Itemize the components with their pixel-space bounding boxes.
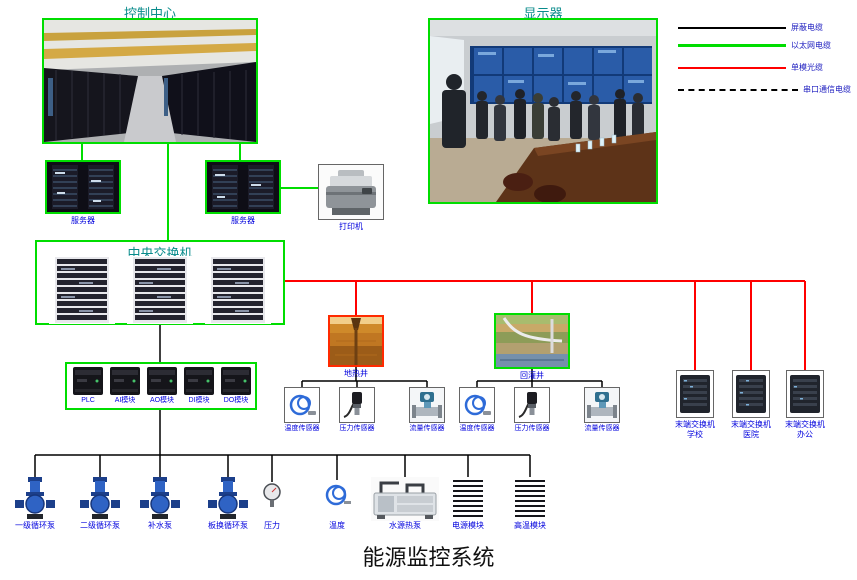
plc-module-label: AO模块 xyxy=(149,397,175,404)
plc-module-label: PLC xyxy=(81,397,95,404)
printer-photo xyxy=(318,164,384,220)
fiber-lines xyxy=(285,280,806,370)
legend-item-ethernet-cable: 以太网电缆 xyxy=(678,40,831,51)
page-title: 能源监控系统 xyxy=(362,545,495,570)
terminal-switch-label-hospital: 末端交换机 医院 xyxy=(731,420,771,439)
sensor-label: 温度传感器 xyxy=(284,425,320,432)
shielded-cable-lines xyxy=(34,325,603,482)
geothermal-well-illustration xyxy=(330,317,382,365)
server-rack-illustration xyxy=(207,162,279,212)
legend-label: 以太网电缆 xyxy=(791,41,831,50)
pump-primary-loop xyxy=(15,477,55,519)
field-device-label: 一级循环泵 xyxy=(15,521,55,530)
server-rack-illustration xyxy=(47,162,119,212)
sensor-label: 流量传感器 xyxy=(409,425,445,432)
field-device-label: 补水泵 xyxy=(148,521,172,530)
field-device-label: 高温模块 xyxy=(514,521,546,530)
control-center-photo xyxy=(42,18,258,144)
server-right-label: 服务器 xyxy=(231,216,255,225)
display-photo xyxy=(428,18,658,204)
reinjection-well-illustration xyxy=(496,315,568,367)
field-device-label: 二级循环泵 xyxy=(80,521,120,530)
sensor-label: 压力传感器 xyxy=(339,425,375,432)
terminal-switch-photo-office xyxy=(786,370,824,418)
display-wall-label: 显示器 xyxy=(523,6,563,21)
printer-label: 打印机 xyxy=(339,222,363,231)
plc-group: PLC AI模块 AO模块 DI模块 DO模块 xyxy=(65,362,257,410)
plc-module xyxy=(221,367,251,395)
reinjection-well-photo xyxy=(494,313,570,369)
field-device-label: 板换循环泵 xyxy=(208,521,248,530)
high-temp-module-photo xyxy=(512,477,548,521)
sensor-label: 压力传感器 xyxy=(514,425,550,432)
control-center-label: 控制中心 xyxy=(123,6,176,21)
field-device-label: 压力 xyxy=(264,521,280,530)
field-device-label: 电源模块 xyxy=(452,521,484,530)
plc-module xyxy=(110,367,140,395)
field-device-label: 水源热泵 xyxy=(389,521,421,530)
temperature-probe-photo xyxy=(322,480,352,510)
terminal-switch-label-office: 末端交换机 办公 xyxy=(785,420,825,439)
shielded-cable-line-sample xyxy=(678,26,786,29)
pressure-sensor-photo xyxy=(514,387,550,423)
terminal-switch-photo-school xyxy=(676,370,714,418)
fiber-line-sample xyxy=(678,66,786,69)
geothermal-well-label: 地热井 xyxy=(344,369,368,378)
reinjection-well-label: 回灌井 xyxy=(520,371,544,380)
plc-module xyxy=(73,367,103,395)
pump-makeup-water xyxy=(140,477,180,519)
server-left-label: 服务器 xyxy=(71,216,95,225)
plc-module xyxy=(184,367,214,395)
legend-label: 单模光缆 xyxy=(791,63,823,72)
legend-item-fiber: 单模光缆 xyxy=(678,62,823,73)
ethernet-line-sample xyxy=(678,44,786,47)
central-switch-group: 中央交换机 xyxy=(35,240,285,325)
pump-plate-exchanger-loop xyxy=(208,477,248,519)
geothermal-well-photo xyxy=(328,315,384,367)
pump-secondary-loop xyxy=(80,477,120,519)
field-device-label: 温度 xyxy=(329,521,345,530)
temperature-sensor-photo xyxy=(284,387,320,423)
plc-module-label: AI模块 xyxy=(114,397,136,404)
pressure-sensor-photo xyxy=(339,387,375,423)
legend-item-serial-cable: 串口通信电缆 xyxy=(678,84,851,95)
flow-sensor-photo xyxy=(409,387,445,423)
central-switch-unit xyxy=(205,256,271,324)
control-room-illustration xyxy=(430,20,656,202)
terminal-switch-label-school: 末端交换机 学校 xyxy=(675,420,715,439)
server-right-photo xyxy=(205,160,281,214)
central-switch-unit xyxy=(127,256,193,324)
pressure-gauge-photo xyxy=(259,482,285,508)
sensor-label: 流量传感器 xyxy=(584,425,620,432)
sensor-label: 温度传感器 xyxy=(459,425,495,432)
ethernet-lines xyxy=(81,144,318,240)
legend-item-shielded-cable: 屏蔽电缆 xyxy=(678,22,823,33)
server-room-illustration xyxy=(44,20,256,142)
plc-module-label: DO模块 xyxy=(223,397,249,404)
water-source-heat-pump-photo xyxy=(371,477,439,521)
central-switch-unit xyxy=(49,256,115,324)
plc-module xyxy=(147,367,177,395)
serial-cable-line-sample xyxy=(678,88,798,91)
temperature-sensor-photo xyxy=(459,387,495,423)
legend-label: 串口通信电缆 xyxy=(803,85,851,94)
flow-sensor-photo xyxy=(584,387,620,423)
legend-label: 屏蔽电缆 xyxy=(791,23,823,32)
server-left-photo xyxy=(45,160,121,214)
plc-module-label: DI模块 xyxy=(188,397,210,404)
power-module-photo xyxy=(450,477,486,521)
terminal-switch-photo-hospital xyxy=(732,370,770,418)
printer-illustration xyxy=(319,165,383,219)
